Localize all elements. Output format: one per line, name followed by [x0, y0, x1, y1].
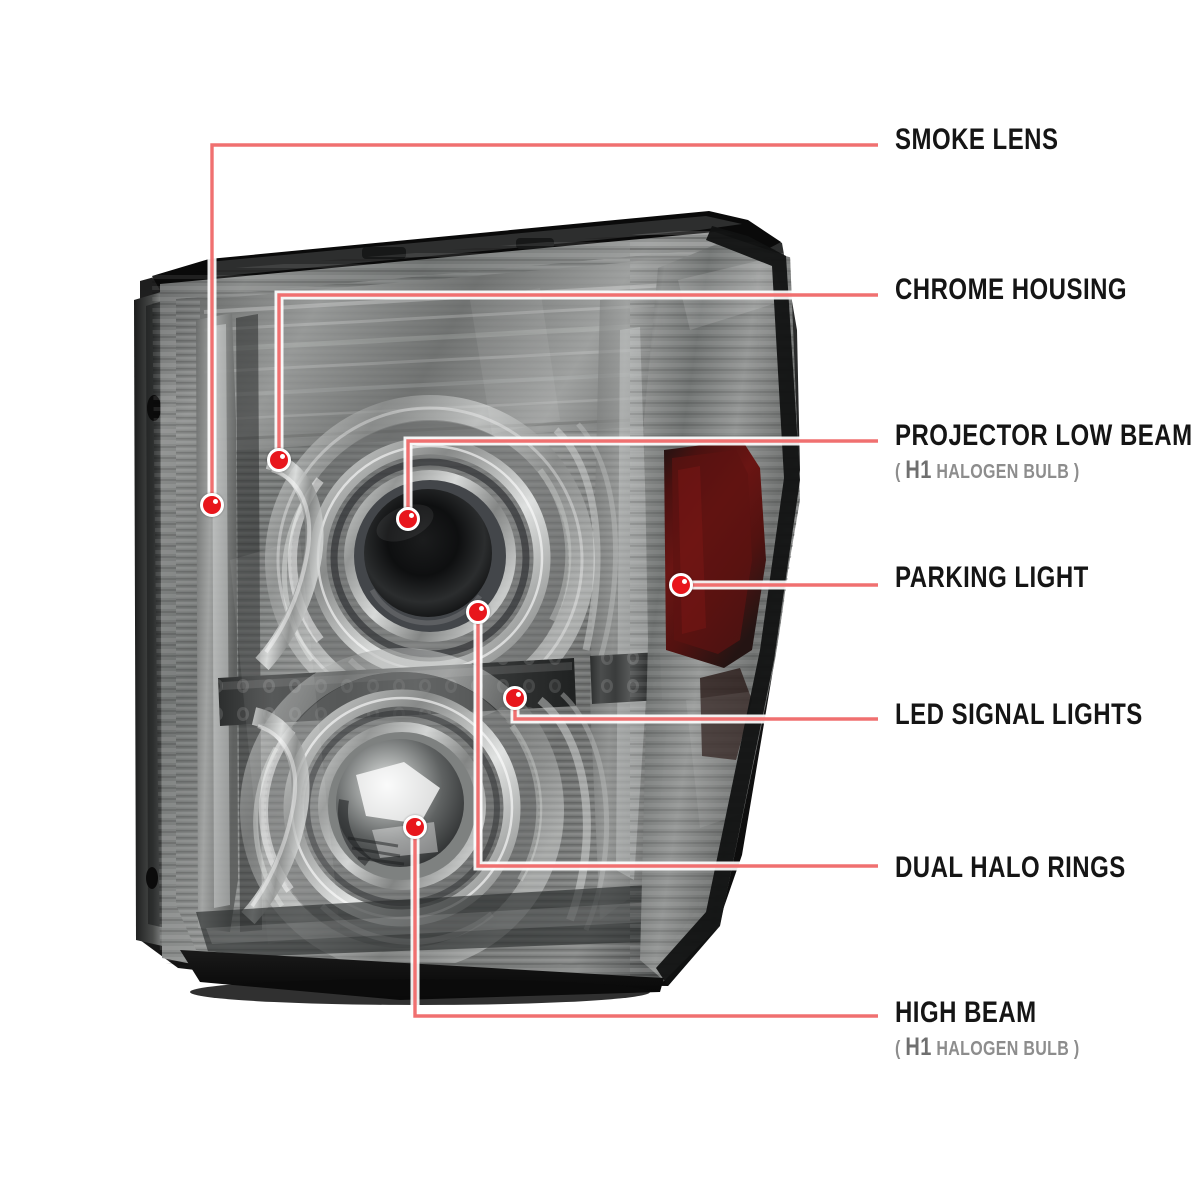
callout-label-smoke-lens: SMOKE LENS — [895, 123, 1099, 156]
callout-label-text-chrome-housing: CHROME HOUSING — [895, 273, 1128, 306]
callout-marker-projector-low-beam[interactable] — [396, 507, 420, 531]
callout-label-parking-light: PARKING LIGHT — [895, 561, 1137, 594]
callout-label-led-signal-lights: LED SIGNAL LIGHTS — [895, 698, 1200, 731]
callout-sublabel-high-beam: ( H1 HALOGEN BULB ) — [895, 1032, 1080, 1061]
callout-sublabel-projector-low-beam: ( H1 HALOGEN BULB ) — [895, 455, 1193, 484]
callout-marker-high-beam[interactable] — [403, 815, 427, 839]
callout-label-text-parking-light: PARKING LIGHT — [895, 561, 1089, 594]
callout-label-projector-low-beam: PROJECTOR LOW BEAM ( H1 HALOGEN BULB ) — [895, 419, 1200, 484]
callout-marker-parking-light[interactable] — [669, 573, 693, 597]
callout-label-text-dual-halo-rings: DUAL HALO RINGS — [895, 851, 1126, 884]
callout-label-text-high-beam: HIGH BEAM — [895, 996, 1037, 1029]
bulb-type-projector-low-beam: HALOGEN BULB — [936, 460, 1070, 483]
paren-close-high-beam: ) — [1073, 1037, 1080, 1060]
callout-label-chrome-housing: CHROME HOUSING — [895, 273, 1185, 306]
callout-label-high-beam: HIGH BEAM ( H1 HALOGEN BULB ) — [895, 996, 1126, 1061]
paren-close-projector-low-beam: ) — [1073, 460, 1080, 483]
callout-marker-smoke-lens[interactable] — [200, 493, 224, 517]
callout-marker-led-signal-lights[interactable] — [503, 686, 527, 710]
bulb-code-high-beam: H1 — [905, 1032, 932, 1061]
paren-open-high-beam: ( — [895, 1037, 901, 1060]
callout-label-text-smoke-lens: SMOKE LENS — [895, 123, 1059, 156]
callout-label-text-projector-low-beam: PROJECTOR LOW BEAM — [895, 419, 1193, 452]
callout-marker-dual-halo-rings[interactable] — [466, 600, 490, 624]
paren-open-projector-low-beam: ( — [895, 460, 901, 483]
callout-marker-chrome-housing[interactable] — [267, 448, 291, 472]
bulb-type-high-beam: HALOGEN BULB — [936, 1037, 1070, 1060]
bulb-code-projector-low-beam: H1 — [905, 455, 932, 484]
callout-label-dual-halo-rings: DUAL HALO RINGS — [895, 851, 1183, 884]
callout-label-text-led-signal-lights: LED SIGNAL LIGHTS — [895, 698, 1143, 731]
